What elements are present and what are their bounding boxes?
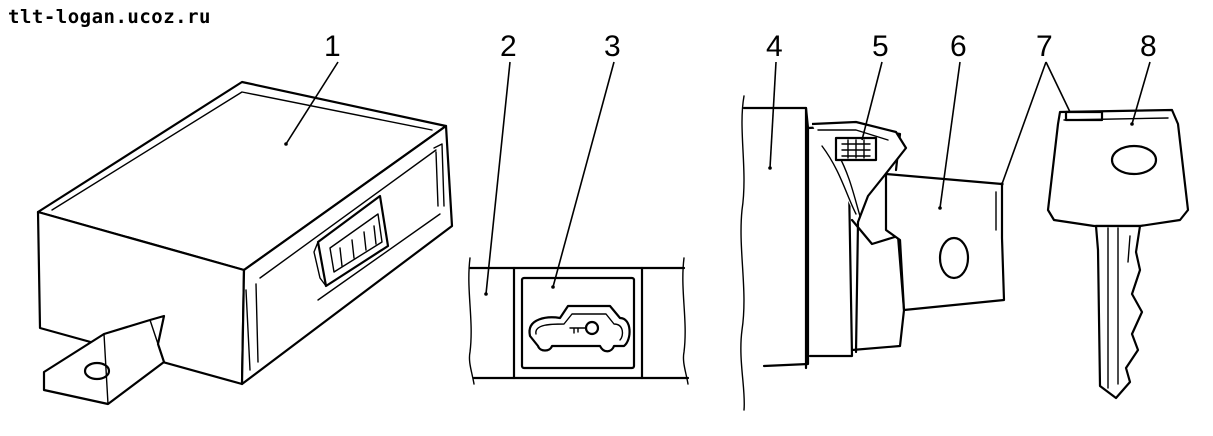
callout-2: 2 bbox=[500, 30, 517, 63]
lock-assembly bbox=[740, 95, 1006, 411]
callout-8: 8 bbox=[1140, 30, 1157, 63]
callout-6: 6 bbox=[950, 30, 967, 63]
leader-lines bbox=[285, 61, 1151, 295]
callout-3: 3 bbox=[604, 30, 621, 63]
ignition-key bbox=[1046, 108, 1190, 400]
watermark-text: tlt-logan.ucoz.ru bbox=[8, 6, 211, 28]
callout-1: 1 bbox=[324, 30, 341, 63]
instrument-panel-strip bbox=[468, 257, 690, 385]
control-unit-box bbox=[36, 80, 454, 406]
callout-4: 4 bbox=[766, 30, 783, 63]
callout-5: 5 bbox=[872, 30, 889, 63]
callout-7: 7 bbox=[1036, 30, 1053, 63]
trunk-release-switch bbox=[520, 276, 636, 370]
